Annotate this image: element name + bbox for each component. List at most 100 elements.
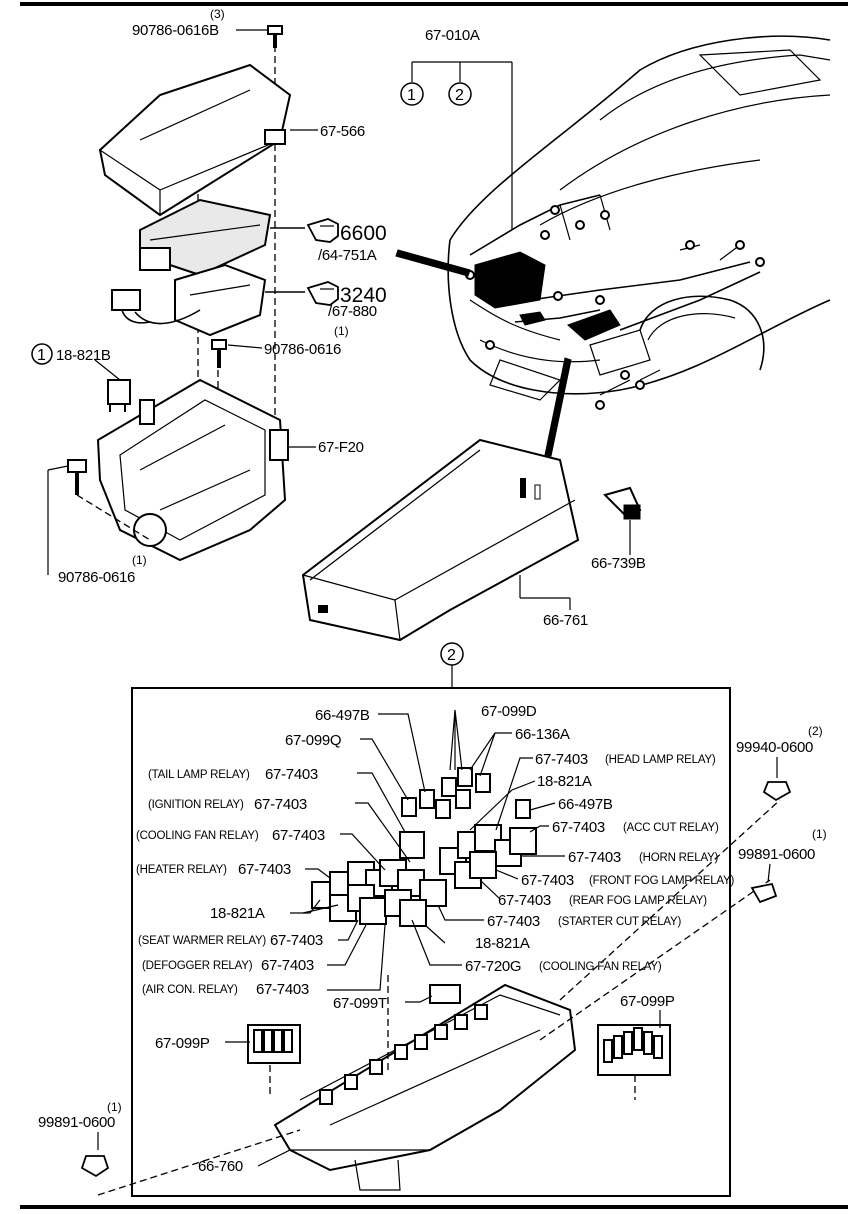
left-labels: (3) 90786-0616B 67-566 6600 /64-751A 324… [31,7,387,586]
label-67099q: 67-099Q [285,732,341,749]
fuse-pack-left-label: 67-099P [155,1035,210,1052]
pointer-arrow [395,249,471,277]
bolt-mid-label: 90786-0616 [264,341,341,358]
air-con-relay-label: (AIR CON. RELAY) [142,984,238,996]
starter-cut-relay-label: (STARTER CUT RELAY) [558,916,682,928]
nut-99891-right-qty: (1) [812,827,827,841]
bolt-top-label: 90786-0616B [132,22,219,39]
harness-label: 67-010A [425,27,480,44]
harness-callout: 67-010A 1 2 [400,27,513,230]
head-lamp-relay-label: (HEAD LAMP RELAY) [605,754,716,766]
heater-relay-label: (HEATER RELAY) [136,864,227,876]
label-67099d: 67-099D [481,703,537,720]
nut-99891-left-qty: (1) [107,1100,122,1114]
bolt-top-part [267,25,283,48]
fuse-puller-part [603,486,642,520]
starter-cut-relay-part: 67-7403 [487,913,540,930]
rear-fog-relay-part: 67-7403 [498,892,551,909]
cover-leaders: 66-739B 66-761 [519,520,646,629]
ref-67880-label: /67-880 [328,303,377,320]
bolt-mid-qty: (1) [334,324,349,338]
nut-99891-left: (1) 99891-0600 [38,1100,122,1178]
lower-module-part [174,263,267,337]
detail-circle-2: 2 [447,647,456,664]
relay-cluster [311,767,537,1004]
bolt-low-label: 90786-0616 [58,569,135,586]
acc-cut-relay-label: (ACC CUT RELAY) [623,822,719,834]
tail-lamp-relay-label: (TAIL LAMP RELAY) [148,769,250,781]
bolt-low-qty: (1) [132,553,147,567]
detail-box: 2 [97,642,781,1197]
acc-cut-relay-part: 67-7403 [552,819,605,836]
housing-label: 67-F20 [318,439,364,456]
harness-circle-2: 2 [455,87,464,104]
top-cover-part [98,63,292,217]
fuse-pack-right-label: 67-099P [620,993,675,1010]
fuse-box-cover [301,438,580,642]
cooling-fan-relay-label: (COOLING FAN RELAY) [136,830,259,842]
fuse-base-label: 66-760 [198,1158,243,1175]
bolt-top-qty: (3) [210,7,225,21]
fuse-pack-right [597,1024,671,1076]
pointer-arrow-2 [544,357,572,457]
nut-99891-left-label: 99891-0600 [38,1114,115,1131]
air-con-relay-part: 67-7403 [256,981,309,998]
relay-box-black [567,309,621,341]
ref-3240-callout: 3240 /67-880 [306,281,387,320]
detail-leaders [225,709,661,1167]
circle-1-label: 1 [37,347,46,364]
defogger-relay-label: (DEFOGGER RELAY) [142,960,253,972]
relay-18821b-callout: 1 18-821B [31,343,111,365]
heater-relay-part: 67-7403 [238,861,291,878]
car-illustration [395,35,831,457]
label-66497b-top: 66-497B [315,707,370,724]
ref-64751a-label: /64-751A [318,247,377,264]
nut-99940-label: 99940-0600 [736,739,813,756]
relay-18821a-left: 18-821A [210,905,265,922]
cooling-fan-relay2-label: (COOLING FAN RELAY) [539,961,662,973]
cover-66761-label: 66-761 [543,612,588,629]
ignition-relay-label: (IGNITION RELAY) [148,799,244,811]
ref-6600-callout: 6600 /64-751A [306,218,387,264]
label-67099t: 67-099T [333,995,387,1012]
housing-67f20-part [96,378,289,562]
nut-99891-right-label: 99891-0600 [738,846,815,863]
fuse-puller-label: 66-739B [591,555,646,572]
front-fog-relay-label: (FRONT FOG LAMP RELAY) [589,875,734,887]
horn-relay-label: (HORN RELAY) [639,852,719,864]
pointing-hand-icon [306,218,339,243]
ref-3240-label: 3240 [340,284,387,307]
fuse-base-part [273,983,577,1191]
cooling-fan-relay2-part: 67-720G [465,958,521,975]
nut-99940: (2) 99940-0600 [736,724,823,802]
detail-labels: 66-497B 67-099Q 67-099D 66-136A (TAIL LA… [136,703,735,1175]
rear-fog-relay-label: (REAR FOG LAMP RELAY) [569,895,707,907]
pointing-hand-icon [306,281,339,306]
nut-99891-right: (1) 99891-0600 [738,827,827,904]
head-lamp-relay-part: 67-7403 [535,751,588,768]
ignition-relay-part: 67-7403 [254,796,307,813]
relay-18821a-right: 18-821A [537,773,592,790]
defogger-relay-part: 67-7403 [261,957,314,974]
wire-connector-part [111,289,201,325]
fuse-pack-left [247,1024,301,1064]
seat-warmer-relay-part: 67-7403 [270,932,323,949]
tail-lamp-relay-part: 67-7403 [265,766,318,783]
cover-top-label: 67-566 [320,123,365,140]
harness-circle-1: 1 [407,87,416,104]
relay-18821b-label: 18-821B [56,347,111,364]
relay-18821a-lower: 18-821A [475,935,530,952]
horn-relay-part: 67-7403 [568,849,621,866]
bolt-mid-part [211,339,227,368]
seat-warmer-relay-label: (SEAT WARMER RELAY) [138,935,266,947]
left-leaders [47,29,318,575]
exploded-junction-box [67,25,292,562]
nut-99940-qty: (2) [808,724,823,738]
mid-connector-part [139,198,272,277]
front-fog-relay-part: 67-7403 [521,872,574,889]
cooling-fan-relay-part: 67-7403 [272,827,325,844]
ref-6600-label: 6600 [340,222,387,245]
fuse-box-black [474,251,546,309]
label-66497b-right: 66-497B [558,796,613,813]
